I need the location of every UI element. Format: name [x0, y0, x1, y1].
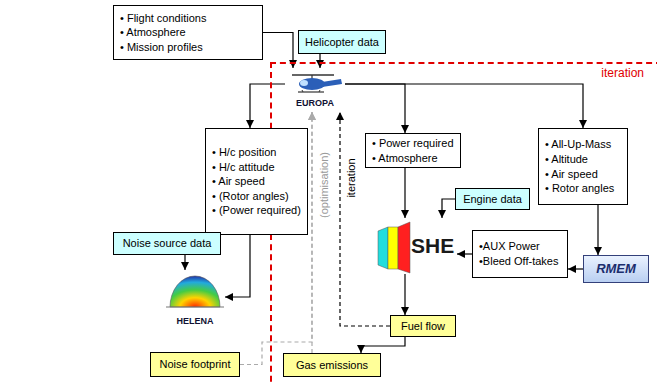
- node-text: HELENA: [176, 316, 213, 328]
- ground-plane: [166, 307, 224, 308]
- iteration-region: iterationEUROPA• Power required• Atmosph…: [270, 62, 657, 385]
- parameter-box: •AUX Power•Bleed Off-takes: [472, 230, 568, 278]
- engine-model-icon: [378, 222, 410, 273]
- node-text: • Atmosphere: [120, 25, 256, 40]
- helicopter-icon: [292, 75, 342, 92]
- combustor-block: [388, 227, 398, 269]
- tool-node: EUROPA: [285, 68, 345, 112]
- tool-node: RMEM: [583, 255, 649, 283]
- tool-node: HELENA: [165, 270, 225, 330]
- node-text: • Rotor angles: [545, 181, 621, 196]
- node-text: • Mission profiles: [120, 40, 256, 55]
- node-text: RMEM: [596, 260, 636, 277]
- turbine-block: [398, 222, 410, 273]
- node-text: EUROPA: [296, 98, 334, 110]
- noise-hemisphere: [170, 276, 220, 307]
- cockpit-window: [300, 80, 308, 86]
- node-text: •AUX Power: [479, 239, 561, 254]
- node-text: Gas emissions: [296, 358, 368, 373]
- data-source-box: Engine data: [455, 188, 530, 210]
- node-text: • All-Up-Mass: [545, 137, 621, 152]
- output-box: Fuel flow: [390, 315, 456, 337]
- parameter-box: • All-Up-Mass• Altitude• Air speed• Roto…: [538, 128, 628, 205]
- node-text: • H/c position: [212, 145, 301, 160]
- fuselage: [299, 78, 325, 90]
- flow-arrow: [345, 84, 583, 128]
- flow-arrow: [568, 268, 583, 269]
- node-text: •Bleed Off-takes: [479, 254, 561, 269]
- node-text: • Air speed: [212, 174, 301, 189]
- node-text: Helicopter data: [305, 35, 379, 50]
- flow-arrow: [345, 84, 405, 133]
- region-label: iteration: [601, 66, 644, 82]
- node-text: Noise source data: [123, 236, 212, 251]
- flow-arrow: [225, 235, 250, 297]
- data-source-box: Noise source data: [113, 232, 221, 255]
- flow-arrow: [250, 84, 285, 128]
- flow-arrow: [457, 253, 472, 254]
- node-text: • Power required: [372, 136, 454, 151]
- compressor-block: [378, 227, 388, 269]
- output-box: Gas emissions: [283, 353, 381, 377]
- flow-arrow: [404, 274, 405, 315]
- flow-arrow: [184, 255, 185, 270]
- node-text: • Flight conditions: [120, 11, 256, 26]
- node-text: Noise footprint: [160, 357, 231, 372]
- node-text: SHE: [411, 232, 454, 260]
- output-box: Noise footprint: [150, 352, 240, 377]
- node-text: • Altitude: [545, 152, 621, 167]
- input-box: • Flight conditions• Atmosphere• Mission…: [113, 5, 263, 60]
- skid: [298, 91, 324, 92]
- noise-hemisphere-icon: [166, 276, 224, 307]
- tool-node: SHE: [375, 218, 457, 274]
- node-text: • (Rotor angles): [212, 189, 301, 204]
- tail-boom: [322, 79, 342, 87]
- parameter-box: • Power required• Atmosphere: [365, 133, 461, 168]
- node-text: Engine data: [463, 192, 522, 207]
- node-text: • H/c attitude: [212, 160, 301, 175]
- flow-arrow: [404, 168, 405, 218]
- edge-label: iteration: [345, 158, 358, 197]
- flow-arrow: [319, 54, 320, 68]
- parameter-box: • H/c position• H/c attitude• Air speed•…: [205, 128, 308, 235]
- flow-arrow: [361, 337, 405, 353]
- node-text: Fuel flow: [401, 319, 445, 334]
- node-text: • Air speed: [545, 167, 621, 182]
- edge-label: (optimisation): [318, 152, 331, 218]
- node-text: • Atmosphere: [372, 151, 454, 166]
- data-source-box: Helicopter data: [298, 30, 386, 54]
- rotor-blade: [292, 74, 334, 76]
- node-text: • (Power required): [212, 203, 301, 218]
- feedback-arrow: [311, 112, 312, 353]
- flow-arrow: [442, 199, 455, 218]
- flow-arrow: [597, 205, 598, 255]
